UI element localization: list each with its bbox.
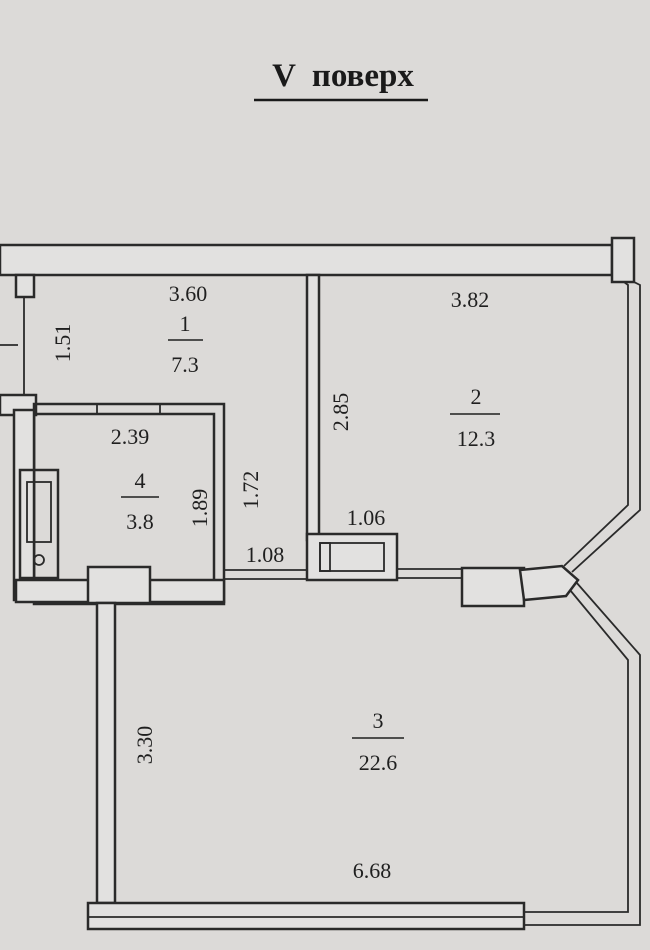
floor-title: V поверх <box>272 58 414 94</box>
room2-width-label: 3.82 <box>451 287 490 312</box>
door-width-label: 1.08 <box>246 542 285 567</box>
bottom-exterior-wall <box>86 901 526 931</box>
bathtub-inner <box>26 481 52 543</box>
room3-left-wall <box>95 601 117 905</box>
hall-wall-label: 1.72 <box>238 471 263 510</box>
room3-width-label: 6.68 <box>353 858 392 883</box>
room3-depth-label: 3.30 <box>132 726 157 765</box>
bathtub <box>18 468 60 580</box>
room4-number: 4 <box>135 468 146 493</box>
room4-depth-label: 1.89 <box>187 489 212 528</box>
room2-area: 12.3 <box>457 426 496 451</box>
room3-balcony-outer <box>524 581 641 926</box>
partition-room1-room2 <box>305 273 321 542</box>
room2-depth-label: 2.85 <box>328 393 353 432</box>
window-width-label: 1.06 <box>347 505 386 530</box>
room1-number: 1 <box>180 311 191 336</box>
bathtub-drain <box>33 554 45 566</box>
room1-area: 7.3 <box>171 352 199 377</box>
room3-balcony-inner <box>524 589 629 913</box>
left-bathroom-wall <box>12 408 36 602</box>
room2-number: 2 <box>471 384 482 409</box>
top-right-column <box>610 236 636 284</box>
room2-balcony-inner <box>563 281 629 567</box>
left-stub-wall <box>14 273 36 299</box>
room4-area: 3.8 <box>126 509 154 534</box>
room1-small-dim-label: 1.51 <box>50 324 75 363</box>
room1-width-label: 3.60 <box>169 281 208 306</box>
room2-balcony-outer <box>571 281 641 573</box>
room3-area: 22.6 <box>359 750 398 775</box>
radiator-block <box>460 566 526 608</box>
window-block-sash <box>319 542 331 572</box>
kitchen-block <box>86 565 152 605</box>
corner-column <box>518 564 580 602</box>
top-exterior-wall <box>0 243 614 277</box>
room4-width-label: 2.39 <box>111 424 150 449</box>
room3-number: 3 <box>373 708 384 733</box>
window-block <box>305 532 399 582</box>
